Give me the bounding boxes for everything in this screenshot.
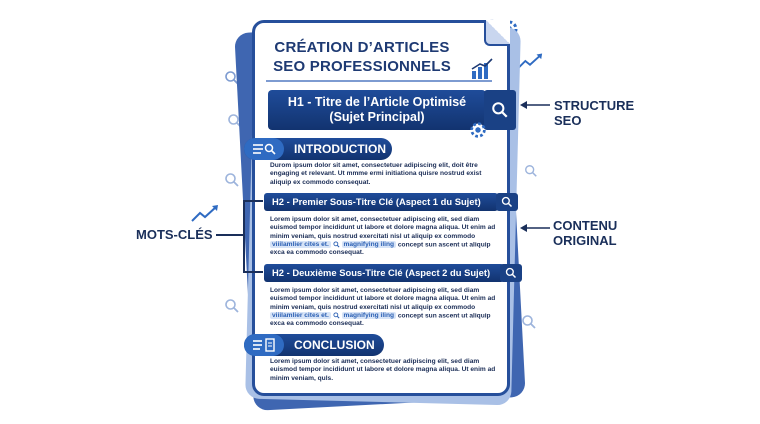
h2-first-heading: H2 - Premier Sous-Titre Clé (Aspect 1 du…: [264, 193, 498, 211]
page-fold: [484, 20, 510, 46]
h2-second-heading: H2 - Deuxième Sous-Titre Clé (Aspect 2 d…: [264, 264, 504, 282]
search-icon: [525, 165, 537, 177]
mots-cles-bracket-bottom: [243, 271, 263, 273]
keyword-highlight: magnifying iling: [341, 312, 397, 320]
conclusion-label: CONCLUSION: [294, 338, 375, 352]
search-icon: [333, 312, 340, 319]
h2-second-text-after: concept sun ascent ut aliquip exca ea co…: [270, 312, 491, 328]
h1-heading: H1 - Titre de l’Article Optimisé (Sujet …: [268, 90, 486, 130]
conclusion-text: Lorem ipsum dolor sit amet, consectetuer…: [270, 358, 496, 382]
keyword-highlight: viiilamlier cites et.: [270, 241, 331, 249]
structure-seo-label: STRUCTURE SEO: [554, 98, 634, 128]
introduction-label: INTRODUCTION: [294, 142, 386, 156]
document-title-line1: CRÉATION D’ARTICLES: [274, 39, 450, 56]
search-icon: [522, 315, 536, 329]
conclusion-icon: [244, 334, 284, 356]
growth-arrow-icon: [517, 53, 543, 70]
h1-line2: (Sujet Principal): [329, 110, 425, 124]
structure-seo-line2: SEO: [554, 113, 582, 128]
mots-cles-connector: [216, 234, 244, 236]
lines-icon: [253, 143, 276, 155]
arrow-left-icon: [520, 101, 550, 109]
h1-search-box: [484, 90, 516, 130]
mots-cles-label: MOTS-CLÉS: [136, 227, 213, 242]
intro-icon: [244, 138, 284, 160]
arrow-left-icon: [520, 224, 550, 232]
h2-first-text-before: Lorem ipsum dolor sit amet, consectetuer…: [270, 216, 496, 240]
document-title: CRÉATION D’ARTICLES SEO PROFESSIONNELS: [262, 38, 462, 76]
search-icon: [333, 241, 340, 248]
search-icon: [492, 102, 508, 118]
mots-cles-bracket-top: [243, 200, 263, 202]
contenu-original-line1: CONTENU: [553, 218, 618, 233]
introduction-tag: INTRODUCTION: [244, 138, 392, 160]
search-icon: [505, 267, 517, 279]
h2-first-text-after: concept sun ascent ut aliquip exca ea co…: [270, 241, 491, 257]
h2-first-search-box: [496, 193, 518, 211]
h2-second-search-box: [500, 264, 522, 282]
keyword-highlight: magnifying iling: [341, 241, 397, 249]
introduction-text: Durom ipsum dolor sit amet, consectetuer…: [270, 162, 482, 186]
bar-chart-icon: [471, 58, 493, 79]
search-icon: [225, 173, 239, 187]
gear-icon: [470, 122, 486, 138]
h1-line1: H1 - Titre de l’Article Optimisé: [287, 95, 467, 109]
document-title-line2: SEO PROFESSIONNELS: [273, 58, 451, 75]
search-icon: [501, 196, 513, 208]
contenu-original-line2: ORIGINAL: [553, 233, 617, 248]
h2-second-text: Lorem ipsum dolor sit amet, consectetuer…: [270, 287, 496, 329]
h2-second-text-before: Lorem ipsum dolor sit amet, consectetuer…: [270, 287, 496, 311]
keyword-highlight: viiilamlier cites et.: [270, 312, 331, 320]
document-icon: [253, 338, 275, 352]
h2-first-text: Lorem ipsum dolor sit amet, consectetuer…: [270, 216, 496, 258]
contenu-original-label: CONTENU ORIGINAL: [553, 218, 617, 248]
title-divider: [266, 80, 492, 82]
conclusion-tag: CONCLUSION: [244, 334, 384, 356]
structure-seo-line1: STRUCTURE: [554, 98, 635, 113]
mots-cles-bracket: [243, 200, 245, 272]
search-icon: [225, 299, 239, 313]
growth-arrow-icon: [191, 205, 218, 222]
